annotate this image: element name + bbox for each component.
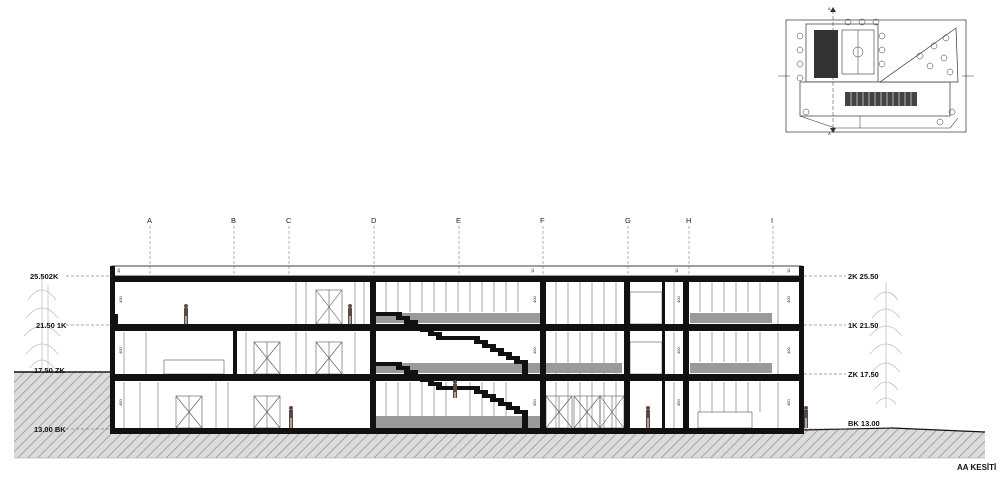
level-label-left-bk: 13.00 BK — [34, 425, 66, 434]
human-figures — [184, 304, 808, 428]
dim-storey-1-mid: 400 — [532, 347, 537, 354]
key-plan-inset: A A — [778, 6, 974, 136]
level-label-right-bk: BK 13.00 — [848, 419, 880, 428]
level-label-right-1k: 1K 21.50 — [848, 321, 878, 330]
dim-storey-2-right-2: 400 — [786, 296, 791, 303]
grid-axis-c: C — [286, 216, 292, 225]
terrain — [14, 371, 986, 459]
dim-storey-1-left: 400 — [118, 347, 123, 354]
grid-axes: A B C D E F G H I — [147, 216, 774, 275]
tree-left — [23, 275, 61, 372]
dim-parapet-mid: 10 — [530, 268, 535, 273]
level-label-right-zk: ZK 17.50 — [848, 370, 879, 379]
dim-storey-2-left: 400 — [118, 296, 123, 303]
section-title: AA KESİTİ — [957, 463, 996, 472]
level-label-right-2k: 2K 25.50 — [848, 272, 878, 281]
level-label-left-2k: 25.502K — [30, 272, 59, 281]
dim-parapet-left: 10 — [116, 268, 121, 273]
key-plan-cut-label: A — [828, 6, 831, 11]
grid-axis-h: H — [686, 216, 691, 225]
grid-axis-i: I — [771, 216, 773, 225]
dimension-labels: 10 10 10 10 400 400 450 400 400 450 400 … — [116, 268, 791, 406]
dim-storey-2-mid: 400 — [532, 296, 537, 303]
dim-storey-0-right-2: 450 — [786, 399, 791, 406]
grid-axis-a: A — [147, 216, 152, 225]
dim-storey-1-right-2: 400 — [786, 347, 791, 354]
grid-axis-b: B — [231, 216, 236, 225]
dim-storey-0-right-1: 450 — [676, 399, 681, 406]
level-label-left-zk: 17.50 ZK — [34, 366, 65, 375]
grid-axis-g: G — [625, 216, 631, 225]
building-section — [110, 265, 804, 434]
grid-axis-e: E — [456, 216, 461, 225]
dim-storey-1-right-1: 400 — [676, 347, 681, 354]
dim-parapet-right-2: 10 — [786, 268, 791, 273]
dim-parapet-right-1: 10 — [674, 268, 679, 273]
dim-storey-2-right-1: 400 — [676, 296, 681, 303]
dim-storey-0-left: 450 — [118, 399, 123, 406]
grid-axis-d: D — [371, 216, 377, 225]
dim-storey-0-mid: 450 — [532, 399, 537, 406]
grid-axis-f: F — [540, 216, 545, 225]
tree-right — [869, 282, 903, 408]
key-plan-cut-label-bottom: A — [828, 131, 831, 136]
level-label-left-1k: 21.50 1K — [36, 321, 67, 330]
level-lines — [66, 275, 846, 430]
